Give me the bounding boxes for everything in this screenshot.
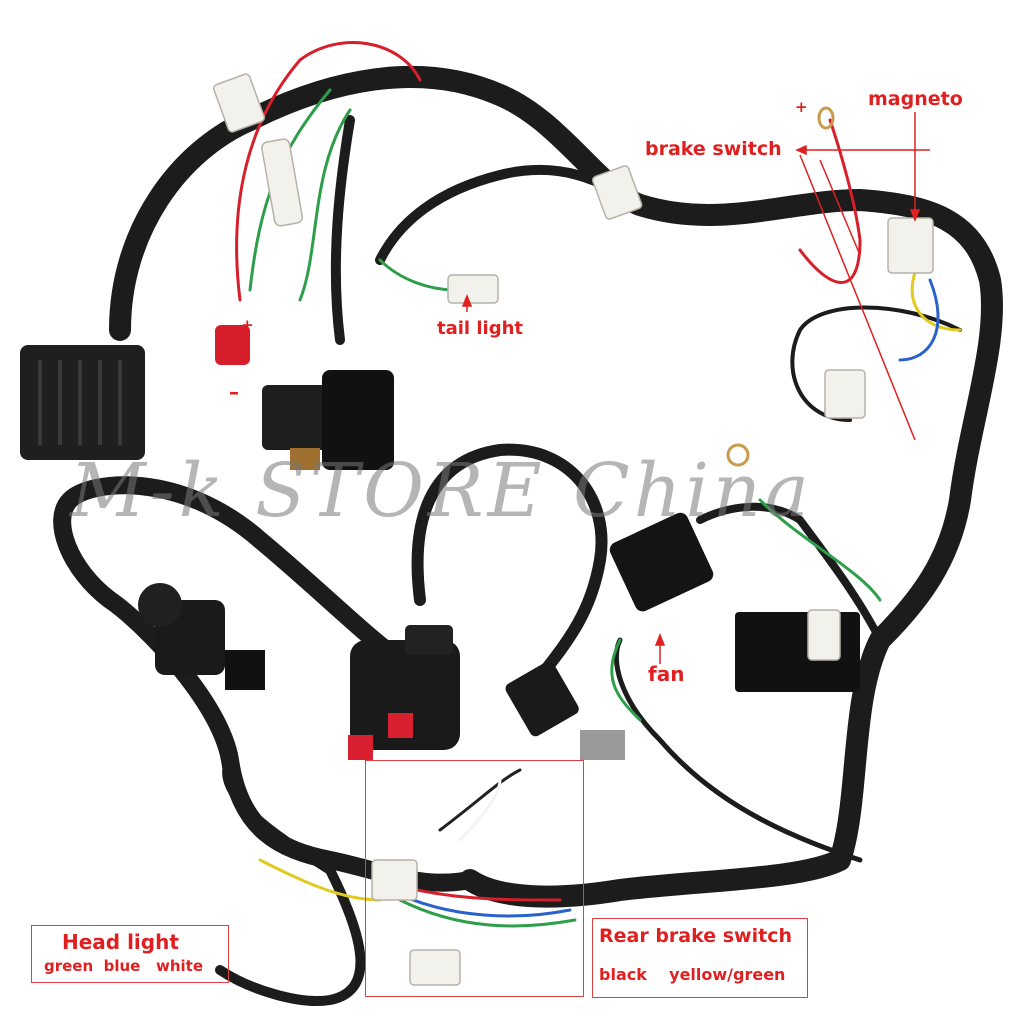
rear-brake-colors: black yellow/green [599,965,786,984]
handlebar-switch [348,625,460,760]
head-light-title: Head light [62,930,179,954]
connector-highlight-box [365,760,584,997]
ignition-coil [505,512,714,760]
store-watermark: M-k STORE China [70,448,813,534]
battery-terminal-red [215,325,250,365]
ring-terminals [726,106,835,467]
label-fan: fan [648,662,685,686]
label-tail-light: tail light [437,318,524,339]
label-plus-left: + [241,316,254,334]
label-plus-top: + [795,98,808,116]
label-magneto: magneto [868,88,963,110]
ignition-key-switch [138,583,265,690]
head-light-colors: green blue white [44,957,204,975]
starter-relay [262,370,394,470]
rear-brake-box: Rear brake switch black yellow/green [592,918,808,998]
label-minus-left: – [229,380,239,404]
connectors [212,73,934,986]
head-light-box: Head light green blue white [31,925,229,983]
main-harness [53,65,1003,1006]
rear-brake-title: Rear brake switch [599,925,792,947]
label-brake-switch: brake switch [645,138,782,160]
rectifier-regulator [20,345,145,460]
